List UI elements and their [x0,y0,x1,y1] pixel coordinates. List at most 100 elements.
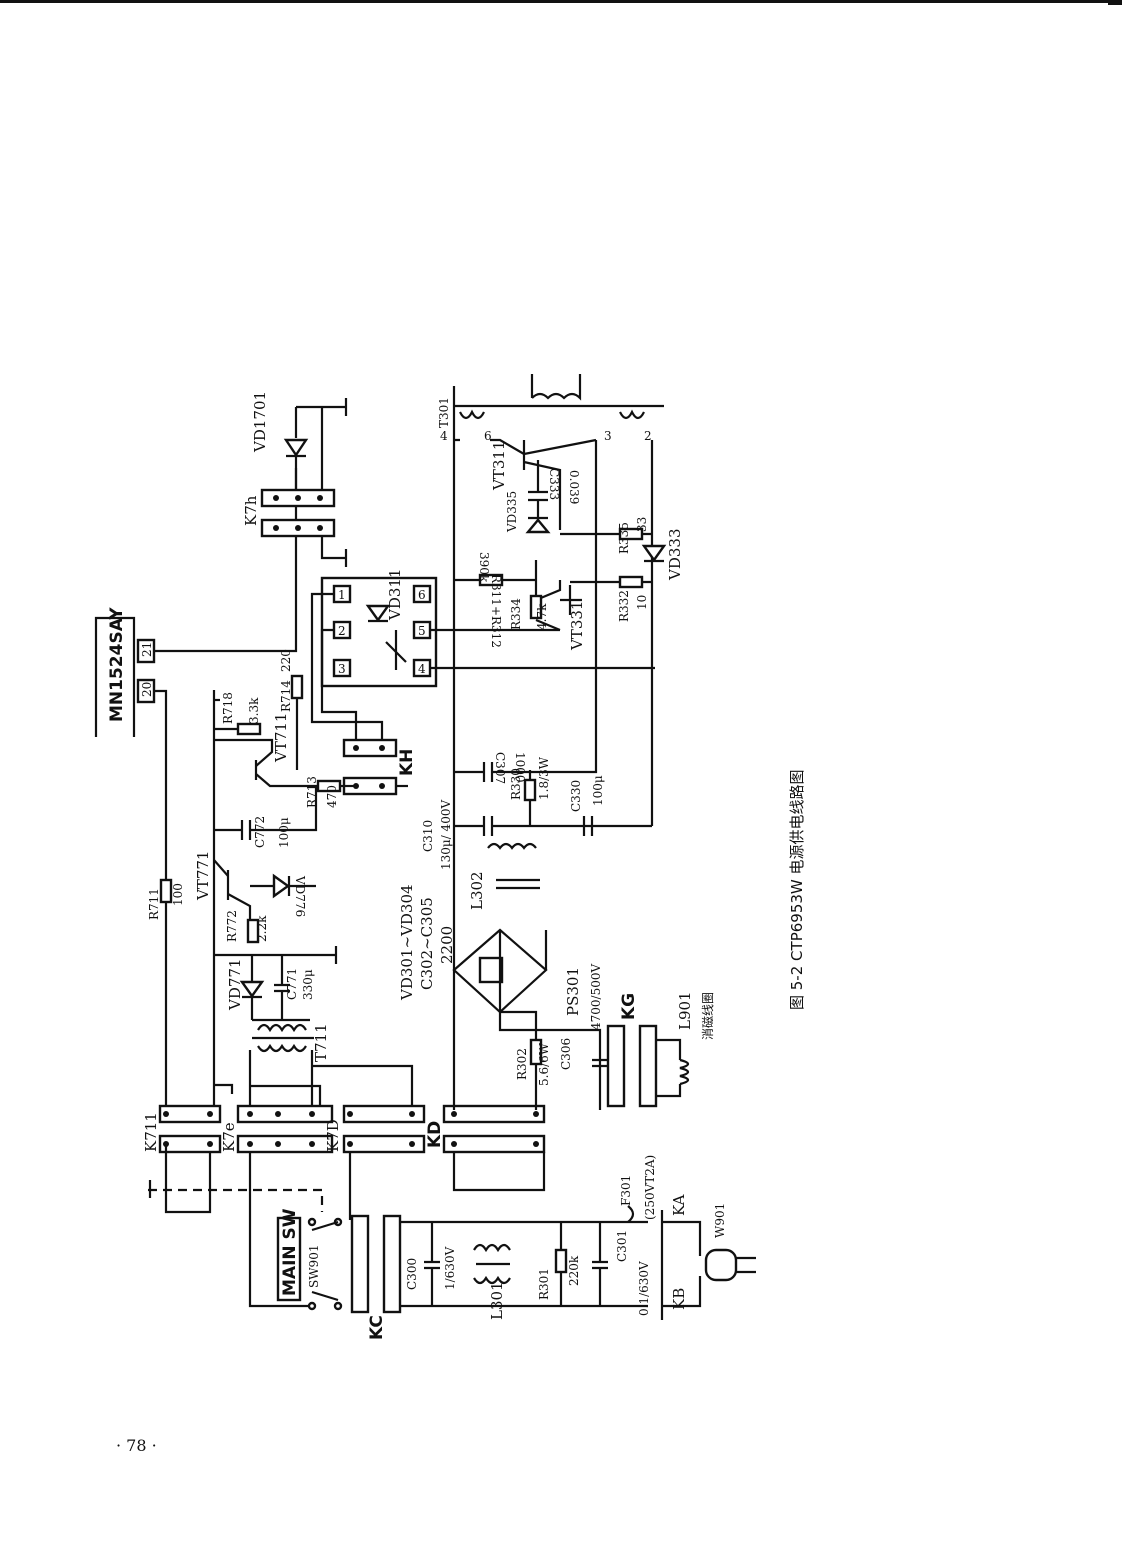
svg-text:33: 33 [635,517,649,532]
svg-text:PS301: PS301 [564,967,582,1016]
svg-text:1: 1 [338,588,346,602]
main-sw-box [276,1216,302,1302]
r772-resistor-icon [246,918,260,944]
svg-text:KC: KC [367,1315,387,1340]
svg-text:VD333: VD333 [666,529,684,582]
svg-text:R335: R335 [617,522,631,554]
svg-text:VD301~VD304: VD301~VD304 [398,884,416,1001]
r332-resistor-icon [618,575,644,589]
svg-text:消磁线圈: 消磁线圈 [700,992,715,1040]
svg-text:5.6/6W: 5.6/6W [537,1042,551,1086]
figure-caption: 图 5-2 CTP6953W 电源供电线路图 [786,769,807,1010]
svg-text:6: 6 [418,588,426,602]
svg-text:470: 470 [325,785,339,808]
svg-text:100μ: 100μ [591,775,605,806]
vd311-label: VD311 [386,569,404,622]
kg-connector-left [606,1024,626,1108]
svg-text:L901: L901 [676,991,694,1030]
svg-text:VD776: VD776 [293,875,307,917]
vt771-stage: C772 100μ VT771 VD776 R711 100 [147,786,318,940]
svg-text:SW901: SW901 [307,1245,321,1288]
svg-text:C302~C305: C302~C305 [418,897,436,990]
svg-text:R332: R332 [617,590,631,622]
r714-resistor-icon [290,674,304,700]
svg-text:K7D: K7D [324,1119,342,1152]
svg-text:2200: 2200 [438,926,456,964]
input-line-filter: C300 1/630V L301 R301 220k C301 0.1/630V… [400,1155,756,1320]
svg-text:R718: R718 [221,692,235,724]
svg-text:21: 21 [140,642,154,657]
kc-connector-right [382,1214,402,1314]
svg-text:F301: F301 [619,1175,633,1206]
vt711-stage: R718 3.3k R714 220 VT711 R713 470 [212,649,356,1110]
svg-text:KA: KA [670,1194,688,1216]
svg-text:390k: 390k [477,552,491,583]
svg-text:C330: C330 [569,780,583,812]
vt771-label: VT771 [194,851,212,901]
svg-text:20: 20 [140,682,154,697]
svg-text:T301: T301 [437,397,451,428]
vd1701-led-branch: VD1701 K7h [242,391,348,567]
svg-text:1000: 1000 [513,752,527,783]
r330-resistor-icon [523,778,537,802]
svg-text:0.1/630V: 0.1/630V [637,1261,651,1316]
vt711-label: VT711 [272,713,290,763]
caption-title: CTP6953W 电源供电线路图 [788,769,806,961]
svg-text:R311+R312: R311+R312 [489,574,503,648]
vd335-diode-icon [525,518,551,534]
svg-text:VD335: VD335 [505,491,519,533]
svg-text:C333: C333 [547,468,561,500]
svg-text:10: 10 [635,595,649,610]
svg-text:C771: C771 [285,968,299,1000]
svg-text:4: 4 [418,662,426,676]
svg-text:K711: K711 [142,1112,160,1152]
main-filter-stage: L302 C310 130μ/ 400V R330 1.8/3W C307 10… [421,386,654,970]
svg-text:C307: C307 [493,752,507,784]
vt311-label: VT311 [490,441,508,491]
svg-text:C306: C306 [559,1038,573,1070]
optocoupler-vd311: 1 2 3 4 5 6 VD311 [310,569,655,740]
r302-resistor-icon [529,1038,543,1066]
svg-text:4: 4 [440,429,448,443]
svg-text:C310: C310 [421,820,435,852]
ic-label: MN1524SAY [107,607,127,722]
r718-resistor-icon [236,722,262,736]
svg-text:1.8/3W: 1.8/3W [537,756,551,800]
svg-text:R334: R334 [509,598,523,630]
r334-resistor-icon [529,594,543,620]
bridge-diode-icon [478,956,504,984]
k7h-label: K7h [242,495,260,526]
svg-text:4.7k: 4.7k [535,603,549,630]
svg-text:2.2k: 2.2k [255,915,269,942]
svg-text:330μ: 330μ [301,969,315,1000]
kd-connector [442,1104,546,1124]
page-top-rule [0,0,1122,3]
svg-text:0.039: 0.039 [567,470,581,504]
svg-text:C772: C772 [253,816,267,848]
kh-label: KH [397,749,417,776]
svg-text:220: 220 [279,649,293,672]
svg-text:100μ: 100μ [277,817,291,848]
kg-connector-right [638,1024,658,1108]
r711-resistor-icon [159,878,173,904]
kh-connector: KH [342,738,417,796]
svg-text:R711: R711 [147,888,161,920]
t711-label: T711 [312,1023,330,1062]
opto-led-icon [365,604,391,623]
main-switch: MAIN SW SW901 KC [276,1208,402,1340]
svg-text:R302: R302 [515,1048,529,1080]
ic-mn1524say: MN1524SAY 20 21 [94,468,298,1110]
svg-text:2: 2 [644,429,652,443]
vd1701-diode-icon [283,438,309,458]
t711-standby-transformer: R772 2.2k VD771 C771 330μ T711 [214,910,414,1110]
svg-text:KB: KB [670,1288,688,1310]
svg-text:6: 6 [484,429,492,443]
k7d-connector [342,1104,426,1124]
svg-text:2: 2 [338,624,346,638]
svg-text:R772: R772 [225,910,239,942]
k711-connector [158,1104,222,1124]
svg-text:220k: 220k [567,1255,581,1286]
t301-switching-stage: T301 4 6 3 2 VT311 C333 0.039 VD335 R335… [437,374,684,651]
r301-resistor-icon [554,1248,568,1274]
